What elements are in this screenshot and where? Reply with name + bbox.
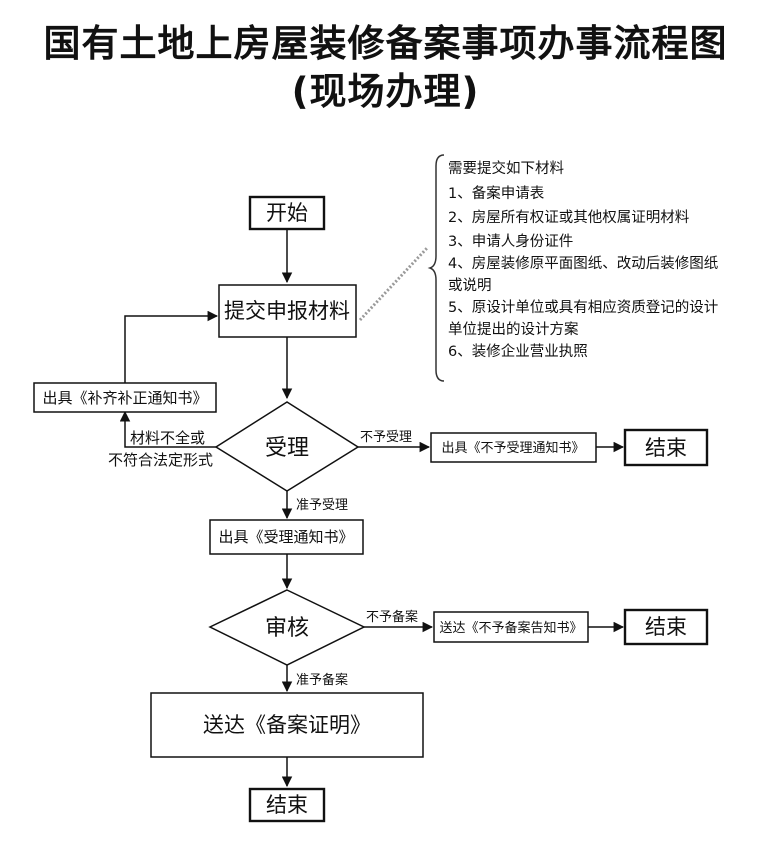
edge-supplement-to-submit: [124, 310, 219, 383]
end-node-2-label: 结束: [645, 615, 687, 639]
materials-item: 2、房屋所有权证或其他权属证明材料: [448, 209, 689, 226]
materials-item: 6、装修企业营业执照: [448, 342, 588, 360]
review-decision-label: 审核: [265, 616, 309, 641]
end-node-final-label: 结束: [266, 793, 308, 817]
end-node-2: [623, 608, 709, 646]
accept-decision-node: [214, 401, 360, 492]
edge-label-accepted: 准予受理: [296, 498, 348, 513]
materials-item: 3、申请人身份证件: [448, 233, 573, 250]
start-node-label: 开始: [266, 201, 308, 225]
page-title: 国有土地上房屋装修备案事项办事流程图: [43, 22, 728, 65]
materials-brace: [427, 154, 445, 382]
end-node-1-label: 结束: [645, 436, 687, 460]
edge-label-filed: 准予备案: [296, 672, 348, 688]
materials-item: 单位提出的设计方案: [448, 320, 579, 338]
materials-item: 4、房屋装修原平面图纸、改动后装修图纸: [448, 255, 718, 272]
supplement-notice-label: 出具《补齐补正通知书》: [42, 389, 207, 407]
supplement-notice-node: [33, 382, 217, 413]
edge-label-not-accepted: 不予受理: [360, 430, 412, 445]
accept-notice-node: [209, 519, 364, 555]
submit-node-label: 提交申报材料: [224, 299, 350, 323]
edge-accept-to-supplement: [119, 410, 216, 448]
reject-accept-notice-node: [430, 432, 597, 463]
start-node: [248, 195, 326, 231]
reject-filing-notice-label: 送达《不予备案告知书》: [439, 620, 582, 636]
materials-item: 5、原设计单位或具有相应资质登记的设计: [448, 298, 718, 316]
materials-item: 或说明: [448, 277, 492, 294]
page-subtitle: (现场办理): [291, 70, 480, 113]
edge-label-not-filed: 不予备案: [366, 609, 418, 625]
review-decision-node: [208, 589, 366, 666]
accept-decision-label: 受理: [265, 436, 309, 461]
reject-filing-notice-node: [433, 611, 589, 643]
end-node-final: [248, 787, 326, 823]
materials-heading: 需要提交如下材料: [448, 159, 564, 177]
edge-label-incomplete-2: 不符合法定形式: [108, 451, 213, 469]
materials-connector: [358, 245, 430, 322]
accept-notice-label: 出具《受理通知书》: [218, 528, 353, 546]
materials-item: 1、备案申请表: [448, 184, 545, 202]
filing-certificate-label: 送达《备案证明》: [203, 713, 371, 737]
edge-label-incomplete-1: 材料不全或: [130, 429, 205, 447]
reject-accept-notice-label: 出具《不予受理通知书》: [441, 440, 584, 456]
filing-certificate-node: [150, 692, 424, 758]
end-node-1: [623, 428, 709, 467]
submit-node: [218, 284, 357, 338]
